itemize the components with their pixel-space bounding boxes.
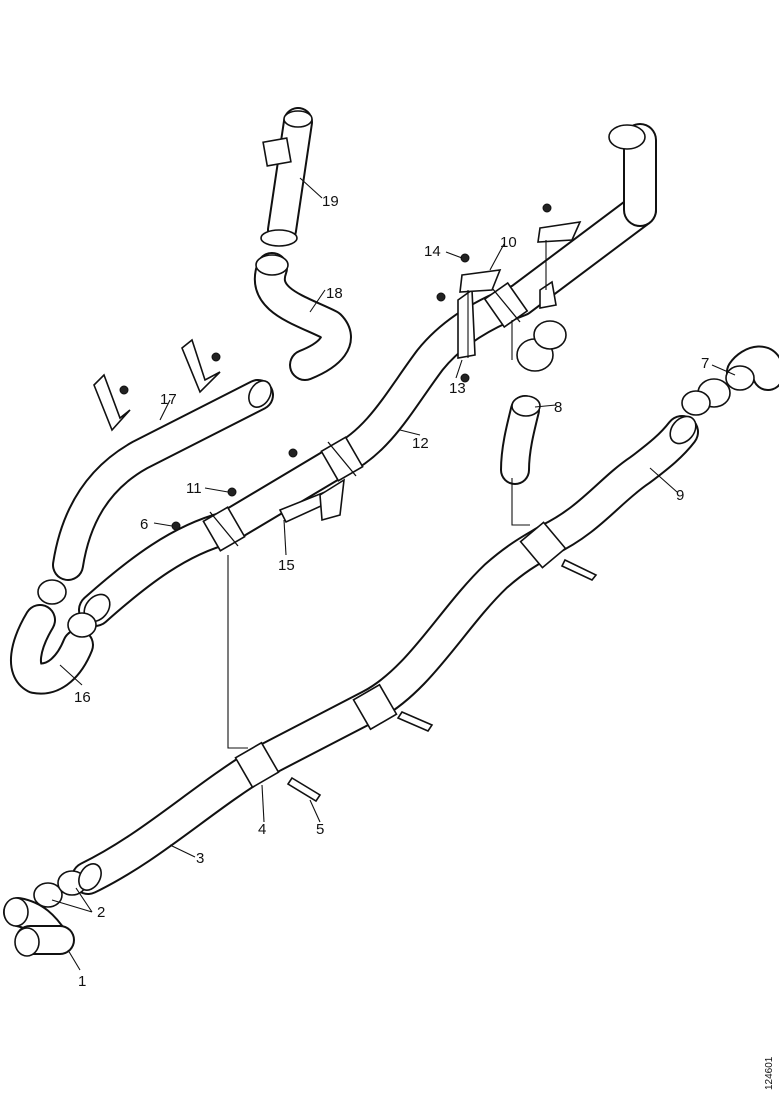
callout-13: 13 — [449, 380, 466, 397]
pipe-18 — [253, 252, 352, 381]
callout-3: 3 — [196, 850, 204, 867]
callout-17: 17 — [160, 391, 177, 408]
callout-8: 8 — [554, 399, 562, 416]
callout-2: 2 — [97, 904, 105, 921]
pipe-3 — [71, 523, 565, 895]
callout-9: 9 — [676, 487, 684, 504]
callout-1: 1 — [78, 973, 86, 990]
callout-5: 5 — [316, 821, 324, 838]
callout-leaders — [51, 177, 736, 971]
callout-6: 6 — [140, 516, 148, 533]
pipe-17 — [52, 379, 274, 581]
callout-11: 11 — [186, 480, 202, 497]
clamps-2 — [33, 863, 102, 908]
brackets — [93, 203, 582, 531]
callout-18: 18 — [326, 285, 343, 302]
bolts — [286, 558, 598, 803]
pipe-8 — [500, 320, 567, 485]
callout-16: 16 — [74, 689, 91, 706]
pipe-19 — [260, 107, 313, 247]
pipe-9 — [531, 415, 699, 557]
callout-14: 14 — [424, 243, 441, 260]
callout-19: 19 — [322, 193, 339, 210]
elbow-7 — [681, 345, 779, 416]
alignment-lines — [227, 240, 547, 749]
callout-labels: 1 2 3 4 5 6 7 8 9 10 11 12 13 14 15 16 1… — [74, 193, 709, 990]
callout-15: 15 — [278, 557, 295, 574]
callout-7: 7 — [701, 355, 709, 372]
fitting-1 — [3, 897, 75, 957]
callout-12: 12 — [412, 435, 429, 452]
reference-number: 124601 — [764, 1056, 775, 1090]
joint-clamps — [202, 281, 567, 789]
callout-10: 10 — [500, 234, 517, 251]
callout-4: 4 — [258, 821, 266, 838]
elbow-16 — [9, 579, 97, 695]
